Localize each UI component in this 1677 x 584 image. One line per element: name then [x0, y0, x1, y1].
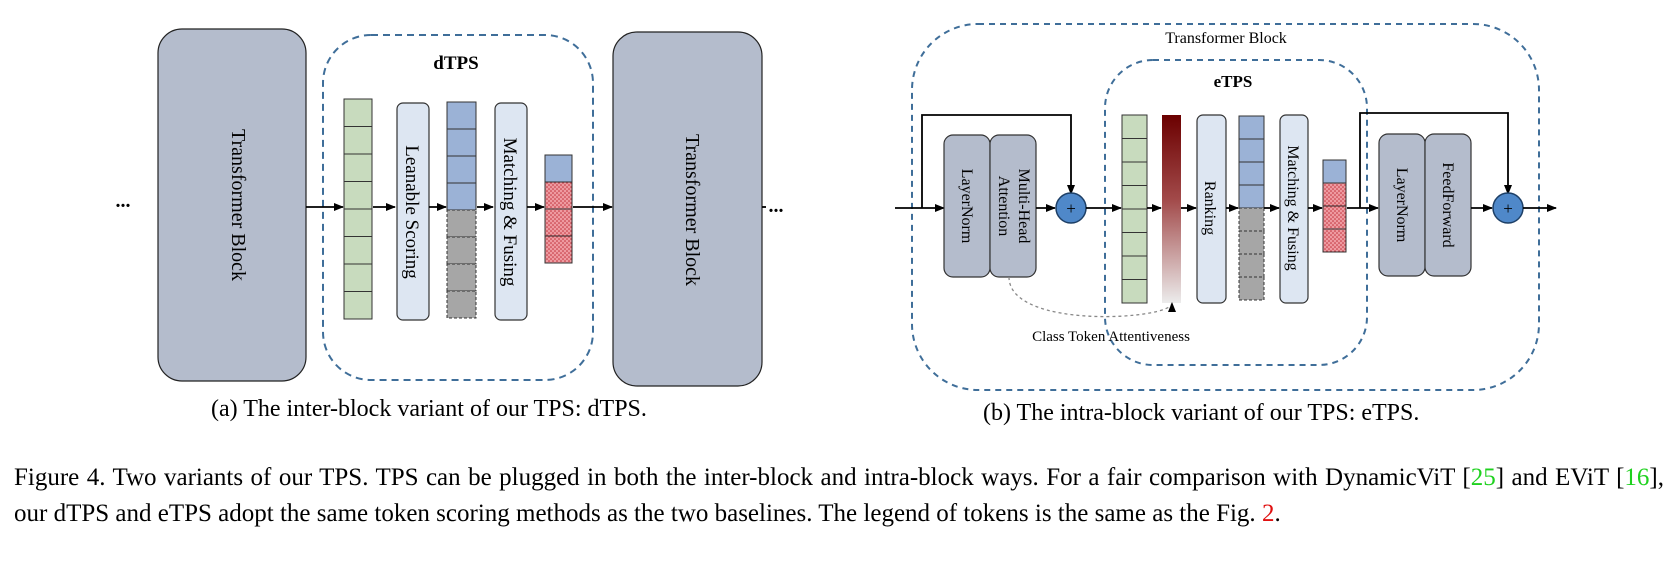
- token-cell: [446, 236, 477, 265]
- token-cell: [1121, 161, 1148, 186]
- add-node-1-symbol: +: [1066, 199, 1076, 218]
- token-cell: [544, 208, 573, 237]
- layernorm-2-label: LayerNorm: [1393, 168, 1410, 243]
- ellipsis-left: ...: [116, 190, 131, 212]
- matching-fusing-label-e: Matching & Fusing: [1284, 145, 1301, 270]
- token-cell: [446, 128, 477, 157]
- ranking-label: Ranking: [1201, 181, 1218, 235]
- transformer-block-outer-title: Transformer Block: [1165, 30, 1287, 47]
- caption-text-4: .: [1274, 500, 1281, 527]
- transformer-block-right: [612, 31, 763, 387]
- token-cell: [343, 98, 373, 127]
- transformer-block-left-label: Transformer Block: [227, 129, 249, 281]
- token-cell: [1322, 159, 1347, 184]
- ellipsis-right: ...: [769, 195, 784, 217]
- token-cell: [1238, 276, 1265, 301]
- mixed-token-column: [1238, 115, 1265, 301]
- caption-text-3: ], our dTPS and eTPS adopt the same toke…: [14, 464, 1664, 527]
- class-token-attention-map: [1162, 115, 1181, 303]
- transformer-block-outer: [911, 23, 1540, 391]
- token-cell: [1121, 255, 1148, 280]
- token-cell: [1238, 138, 1265, 163]
- token-cell: [446, 209, 477, 238]
- token-cell: [446, 263, 477, 292]
- token-cell: [1238, 184, 1265, 209]
- dtps-diagram: ... Transformer Block dTPS Leanable Scor…: [116, 28, 784, 387]
- matching-fusing-module: [494, 102, 528, 321]
- token-cell: [544, 235, 573, 264]
- matching-fusing-module-e: [1279, 114, 1309, 304]
- etps-panel-title: eTPS: [1214, 72, 1253, 91]
- attentiveness-label: Class Token Attentiveness: [1032, 329, 1190, 345]
- feedforward: [1424, 133, 1472, 277]
- caption-text-2: ] and EViT [: [1495, 464, 1625, 491]
- etps-panel: [1104, 59, 1368, 366]
- matching-fusing-label: Matching & Fusing: [499, 138, 520, 287]
- token-cell: [343, 126, 373, 155]
- green-token-column: [1121, 114, 1148, 304]
- token-cell: [343, 181, 373, 210]
- figure-diagram: ... Transformer Block dTPS Leanable Scor…: [116, 23, 1557, 391]
- token-cell: [544, 181, 573, 210]
- mixed-token-column: [446, 101, 477, 319]
- token-cell: [1322, 228, 1347, 253]
- citation-link-16[interactable]: 16: [1624, 464, 1650, 491]
- token-cell: [1322, 205, 1347, 230]
- figure-caption: Figure 4. Two variants of our TPS. TPS c…: [14, 460, 1664, 532]
- token-cell: [1121, 232, 1148, 257]
- learnable-scoring-label: Leanable Scoring: [401, 145, 422, 279]
- token-cell: [343, 208, 373, 237]
- multi-head-attention-label: Multi-HeadAttention: [995, 169, 1032, 244]
- token-cell: [1121, 185, 1148, 210]
- token-cell: [446, 101, 477, 130]
- layernorm-1-label: LayerNorm: [958, 169, 975, 244]
- token-cell: [1238, 115, 1265, 140]
- token-cell: [1121, 114, 1148, 139]
- token-cell: [446, 155, 477, 184]
- caption-a: (a) The inter-block variant of our TPS: …: [211, 396, 647, 422]
- learnable-scoring-module: [396, 102, 430, 321]
- token-cell: [1121, 138, 1148, 163]
- citation-link-25[interactable]: 25: [1470, 464, 1496, 491]
- token-cell: [343, 291, 373, 320]
- token-cell: [343, 153, 373, 182]
- token-cell: [446, 290, 477, 319]
- figure-link-2[interactable]: 2: [1261, 500, 1275, 527]
- token-cell: [1238, 161, 1265, 186]
- token-cell: [1121, 208, 1148, 233]
- dtps-panel-title: dTPS: [433, 53, 478, 74]
- token-cell: [1238, 207, 1265, 232]
- caption-text-1: Figure 4. Two variants of our TPS. TPS c…: [14, 464, 1471, 491]
- transformer-block-right-label: Transformer Block: [681, 134, 703, 286]
- multi-head-attention: [989, 134, 1037, 278]
- fused-token-column: [544, 154, 573, 264]
- token-cell: [1121, 279, 1148, 304]
- attentiveness-connector: [1008, 276, 1176, 318]
- add-node-2-symbol: +: [1503, 199, 1513, 218]
- ranking-module: [1196, 114, 1227, 304]
- token-cell: [446, 182, 477, 211]
- feedforward-label: FeedForward: [1439, 162, 1456, 247]
- caption-b: (b) The intra-block variant of our TPS: …: [983, 400, 1420, 426]
- token-cell: [1238, 230, 1265, 255]
- token-cell: [544, 154, 573, 183]
- transformer-block-left: [157, 28, 307, 382]
- token-cell: [1238, 253, 1265, 278]
- fused-token-column: [1322, 159, 1347, 253]
- green-token-column: [343, 98, 373, 320]
- token-cell: [343, 263, 373, 292]
- etps-diagram: Transformer Block eTPS LayerNorm Multi-H…: [895, 23, 1557, 391]
- token-cell: [343, 236, 373, 265]
- token-cell: [1322, 182, 1347, 207]
